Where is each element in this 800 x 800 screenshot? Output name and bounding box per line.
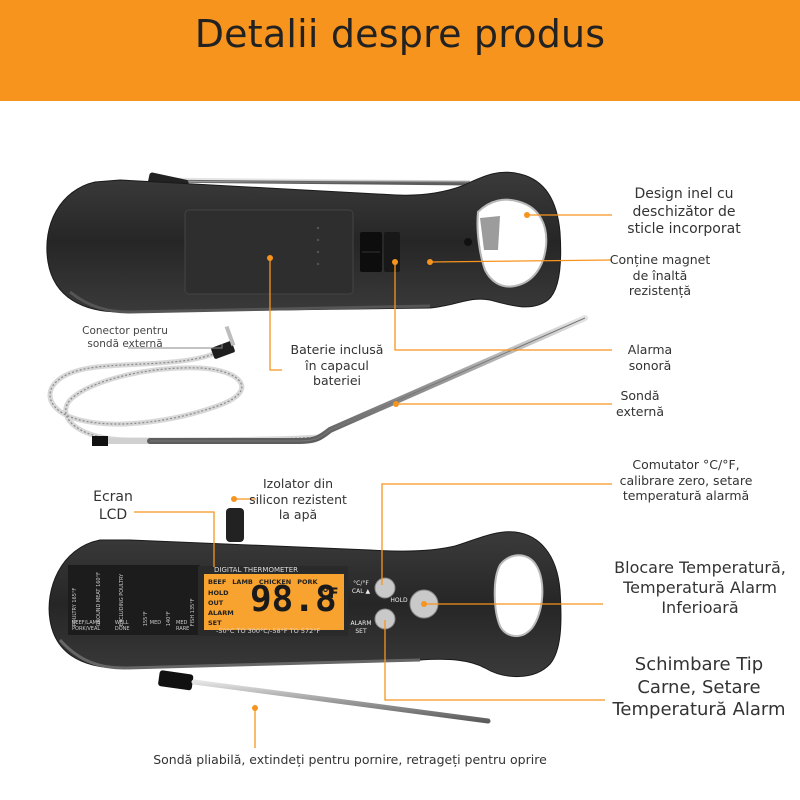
doneness-guide: POULTRY 165°F GROUND MEAT 160°F EXCLUDIN…: [72, 572, 196, 626]
callout-markers: [231, 212, 530, 711]
connector-plug: [211, 341, 235, 359]
callout-meat: Schimbare Tip Carne, Setare Temperatură …: [612, 654, 786, 720]
lcd-mode-alarm: ALARM: [208, 609, 234, 617]
battery-cover: [184, 209, 354, 295]
lcd-meat-row: BEEF LAMB CHICKEN PORK: [208, 578, 338, 586]
guide-col-0: POULTRY 165°F: [72, 587, 78, 627]
braided-cable: [47, 342, 321, 443]
callout-connector: Conector pentru sondă externă: [82, 325, 168, 351]
guide-col-2: EXCLUDING POULTRY: [119, 573, 126, 627]
callout-foldable: Sondă pliabilă, extindeți pentru pornire…: [153, 752, 547, 767]
lcd-temperature: 98.8: [250, 579, 337, 620]
callout-alarm: Alarma sonoră: [627, 342, 673, 373]
callout-lcd: Ecran LCD: [93, 489, 133, 523]
lcd-mode-list: HOLD OUT ALARM SET: [208, 588, 234, 628]
guide-col-1: GROUND MEAT 160°F: [95, 572, 102, 627]
lcd-brand: DIGITAL THERMOMETER: [214, 566, 298, 574]
doneness-guide-bottom: BEEF/LAMB PORK/VEAL WELL DONE MED MED RA…: [72, 620, 196, 632]
thermometer-back-view: [46, 171, 562, 314]
callout-lines: [134, 214, 613, 748]
callout-magnet: Conține magnet de înaltă rezistență: [609, 252, 711, 299]
lcd-mode-out: OUT: [208, 599, 224, 607]
silicone-plug: [226, 508, 244, 542]
hold-button-label: HOLD: [390, 597, 408, 604]
page-title: Detalii despre produs: [194, 12, 606, 56]
lcd-meat-chicken: CHICKEN: [258, 578, 292, 586]
lcd-unit: °F: [322, 586, 339, 602]
cal-button[interactable]: [374, 577, 396, 599]
callout-opener: Design inel cu deschizător de sticle inc…: [627, 186, 741, 237]
callout-probe: Sondă externă: [616, 388, 664, 419]
callout-battery: Baterie inclusă în capacul bateriei: [290, 342, 384, 389]
guide-bottom-2: MED: [149, 620, 162, 626]
guide-bottom-3: MED RARE: [176, 620, 190, 632]
lcd-mode-hold: HOLD: [208, 589, 229, 597]
lcd-meat-pork: PORK: [297, 578, 318, 586]
callout-lock: Blocare Temperatură, Temperatură Alarm I…: [614, 558, 786, 617]
guide-col-3: 155°F: [142, 611, 149, 627]
alarm-button-label: ALARM SET: [350, 620, 372, 635]
title-banner: Detalii despre produs: [0, 0, 800, 101]
guide-bottom-0: BEEF/LAMB PORK/VEAL: [72, 620, 101, 632]
callout-switch: Comutator °C/°F, calibrare zero, setare …: [619, 457, 753, 504]
guide-col-5: FISH 135°F: [189, 598, 196, 627]
thermometer-front-view: [48, 508, 562, 724]
guide-col-4: 140°F: [166, 611, 173, 627]
external-probe: [47, 315, 588, 446]
lcd-meat-lamb: LAMB: [232, 578, 253, 586]
lcd-mode-set: SET: [208, 619, 222, 627]
lcd-screen: [204, 574, 344, 630]
lcd-range: -50°C TO 300°C/-58°F TO 572°F: [216, 627, 321, 635]
foldable-probe: [191, 679, 491, 724]
cal-button-label: °C/°F CAL ▲: [351, 580, 371, 595]
guide-bottom-1: WELL DONE: [114, 620, 130, 632]
lcd-meat-beef: BEEF: [208, 578, 227, 586]
callout-silicone: Izolator din silicon rezistent la apă: [249, 476, 347, 523]
bottle-opener-front: [493, 554, 544, 637]
